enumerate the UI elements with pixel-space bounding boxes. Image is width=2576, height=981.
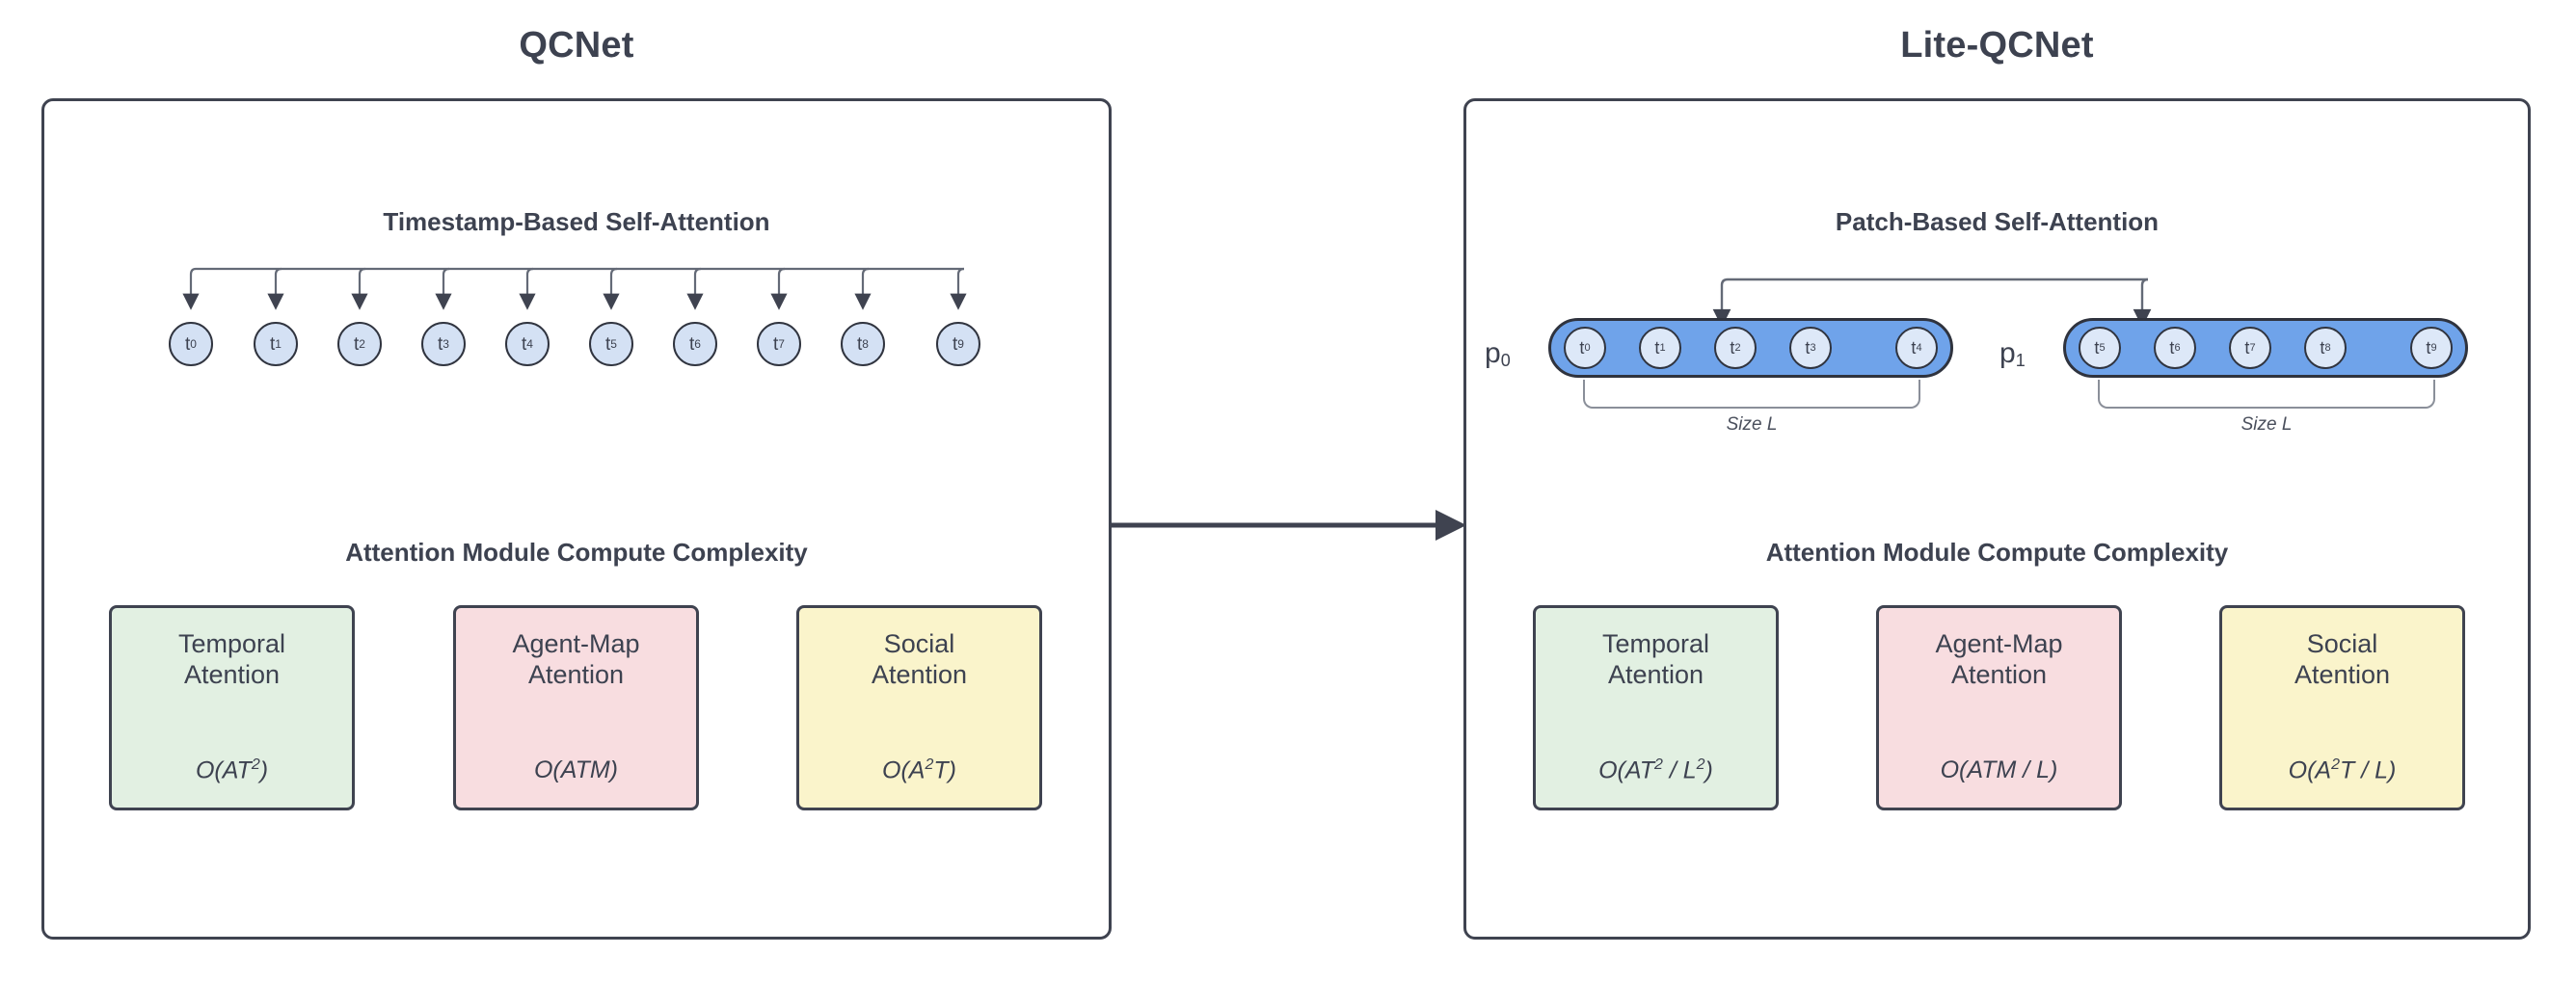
complexity-box-title: Social Atention xyxy=(871,629,968,689)
timestamp-subscript: 8 xyxy=(862,337,869,351)
complexity-box-agent-map-left[interactable]: Agent-Map Atention O(ATM) xyxy=(453,605,699,810)
complexity-box-title: Temporal Atention xyxy=(1601,629,1710,689)
page-title-qcnet: QCNet xyxy=(519,25,634,66)
timestamp-label: t xyxy=(953,333,958,355)
complexity-box-social-left[interactable]: Social Atention O(A2T) xyxy=(796,605,1042,810)
heading-timestamp-self-attention: Timestamp-Based Self-Attention xyxy=(383,207,770,236)
timestamp-subscript: 1 xyxy=(275,337,282,351)
page-title-lite-qcnet: Lite-QCNet xyxy=(1900,25,2094,66)
timestamp-label: t xyxy=(185,333,191,355)
timestamp-label: t xyxy=(773,333,779,355)
timestamp-subscript: 6 xyxy=(694,337,701,351)
timestamp-label: t xyxy=(689,333,695,355)
timestamp-subscript: 0 xyxy=(190,337,197,351)
complexity-box-formula: O(ATM / L) xyxy=(1940,756,2058,783)
size-label-p0: Size L xyxy=(1726,414,1778,435)
timestamp-subscript: 3 xyxy=(443,337,449,351)
complexity-box-title: Agent-Map Atention xyxy=(1935,629,2063,689)
complexity-box-formula: O(A2T / L) xyxy=(2288,756,2397,783)
complexity-box-title: Agent-Map Atention xyxy=(512,629,640,689)
timestamp-label: t xyxy=(857,333,863,355)
timestamp-subscript: 4 xyxy=(526,337,533,351)
complexity-box-agent-map-right[interactable]: Agent-Map Atention O(ATM / L) xyxy=(1876,605,2122,810)
heading-left-complexity: Attention Module Compute Complexity xyxy=(345,538,808,567)
complexity-box-formula: O(AT2 / L2) xyxy=(1598,756,1713,783)
complexity-box-temporal-left[interactable]: Temporal Atention O(AT2) xyxy=(109,605,355,810)
size-label-p1: Size L xyxy=(2241,414,2293,435)
size-bracket-p0 xyxy=(1583,380,1920,409)
timestamp-subscript: 2 xyxy=(359,337,365,351)
heading-right-complexity: Attention Module Compute Complexity xyxy=(1765,538,2229,567)
timestamp-label: t xyxy=(438,333,443,355)
timestamp-label: t xyxy=(522,333,527,355)
patch-label-p1: p1 xyxy=(1999,337,2026,370)
heading-patch-self-attention: Patch-Based Self-Attention xyxy=(1835,207,2160,236)
complexity-box-formula: O(A2T) xyxy=(882,756,956,783)
complexity-box-social-right[interactable]: Social Atention O(A2T / L) xyxy=(2219,605,2465,810)
timestamp-subscript: 9 xyxy=(957,337,964,351)
complexity-box-title: Social Atention xyxy=(2294,629,2391,689)
timestamp-label: t xyxy=(605,333,611,355)
timestamp-subscript: 5 xyxy=(610,337,617,351)
timestamp-label: t xyxy=(354,333,360,355)
complexity-box-title: Temporal Atention xyxy=(177,629,286,689)
timestamp-subscript: 7 xyxy=(778,337,785,351)
complexity-box-formula: O(AT2) xyxy=(195,756,269,783)
complexity-box-temporal-right[interactable]: Temporal Atention O(AT2 / L2) xyxy=(1533,605,1779,810)
size-bracket-p1 xyxy=(2098,380,2435,409)
patch-label-p0: p0 xyxy=(1485,337,1511,370)
timestamp-label: t xyxy=(270,333,276,355)
complexity-box-formula: O(ATM) xyxy=(533,756,618,783)
